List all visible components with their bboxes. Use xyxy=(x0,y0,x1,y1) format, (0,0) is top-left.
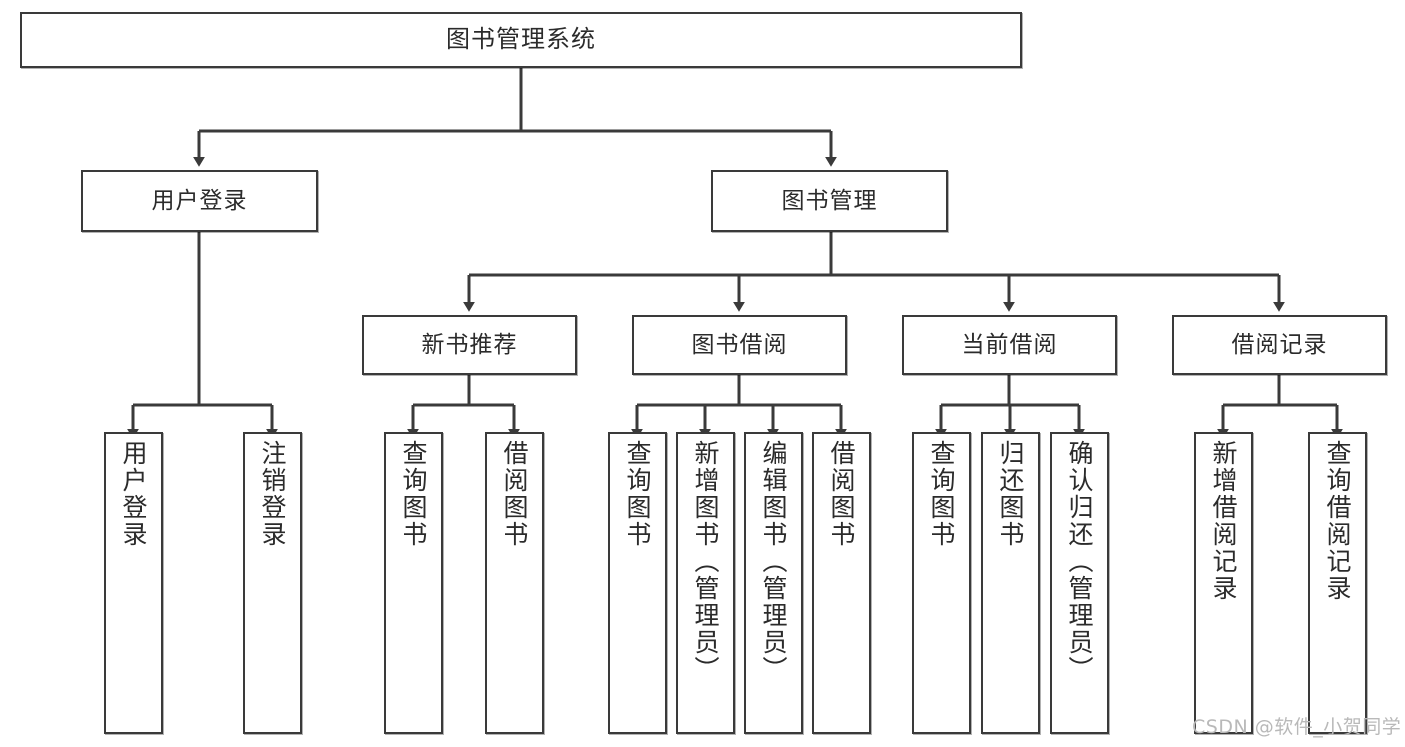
node-leaf-query-book-3-label: 查询图书 xyxy=(927,440,956,548)
node-new-book-rec[interactable]: 新书推荐 xyxy=(362,315,577,375)
node-leaf-borrow-book-2[interactable]: 借阅图书 xyxy=(812,432,871,734)
node-leaf-query-book-2-label: 查询图书 xyxy=(623,440,652,548)
node-leaf-edit-book-label: 编辑图书（管理员） xyxy=(759,440,788,683)
node-current-borrow-label: 当前借阅 xyxy=(961,331,1058,358)
node-leaf-user-login-label: 用户登录 xyxy=(119,440,148,548)
node-leaf-edit-book[interactable]: 编辑图书（管理员） xyxy=(744,432,803,734)
node-book-mgmt-label: 图书管理 xyxy=(781,187,878,214)
node-user-login[interactable]: 用户登录 xyxy=(81,170,318,232)
node-leaf-query-book-2[interactable]: 查询图书 xyxy=(608,432,667,734)
node-leaf-borrow-book-2-label: 借阅图书 xyxy=(827,440,856,548)
node-leaf-user-login[interactable]: 用户登录 xyxy=(104,432,163,734)
node-leaf-query-record[interactable]: 查询借阅记录 xyxy=(1308,432,1367,734)
node-root[interactable]: 图书管理系统 xyxy=(20,12,1022,68)
watermark: CSDN @软件_小贺同学 xyxy=(1192,716,1402,738)
node-leaf-add-book-label: 新增图书（管理员） xyxy=(691,440,720,683)
node-leaf-confirm-return[interactable]: 确认归还（管理员） xyxy=(1050,432,1109,734)
node-leaf-borrow-book-1[interactable]: 借阅图书 xyxy=(485,432,544,734)
node-leaf-query-book-1[interactable]: 查询图书 xyxy=(384,432,443,734)
node-leaf-logout-label: 注销登录 xyxy=(258,440,287,548)
node-root-label: 图书管理系统 xyxy=(446,25,596,54)
node-leaf-query-record-label: 查询借阅记录 xyxy=(1323,440,1352,602)
node-leaf-borrow-book-1-label: 借阅图书 xyxy=(500,440,529,548)
node-book-borrow[interactable]: 图书借阅 xyxy=(632,315,847,375)
node-book-mgmt[interactable]: 图书管理 xyxy=(711,170,948,232)
node-leaf-return-book[interactable]: 归还图书 xyxy=(981,432,1040,734)
node-book-borrow-label: 图书借阅 xyxy=(691,331,788,358)
node-leaf-add-record[interactable]: 新增借阅记录 xyxy=(1194,432,1253,734)
node-new-book-rec-label: 新书推荐 xyxy=(421,331,518,358)
node-current-borrow[interactable]: 当前借阅 xyxy=(902,315,1117,375)
node-borrow-record-label: 借阅记录 xyxy=(1231,331,1328,358)
node-leaf-add-book[interactable]: 新增图书（管理员） xyxy=(676,432,735,734)
node-leaf-query-book-1-label: 查询图书 xyxy=(399,440,428,548)
node-leaf-logout[interactable]: 注销登录 xyxy=(243,432,302,734)
node-user-login-label: 用户登录 xyxy=(151,187,248,214)
node-leaf-return-book-label: 归还图书 xyxy=(996,440,1025,548)
node-leaf-query-book-3[interactable]: 查询图书 xyxy=(912,432,971,734)
node-leaf-add-record-label: 新增借阅记录 xyxy=(1209,440,1238,602)
node-leaf-confirm-return-label: 确认归还（管理员） xyxy=(1065,440,1094,683)
node-borrow-record[interactable]: 借阅记录 xyxy=(1172,315,1387,375)
